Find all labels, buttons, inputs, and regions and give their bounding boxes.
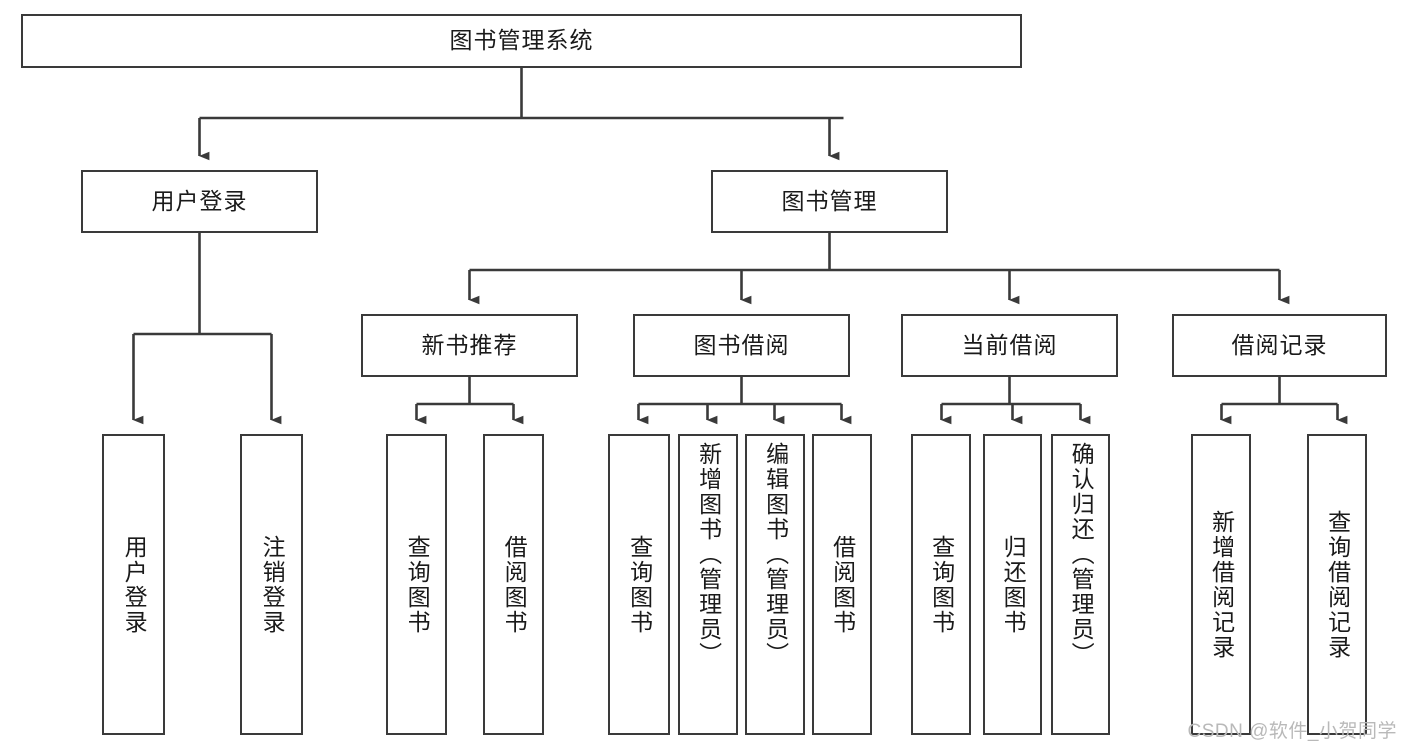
- node-leaf-logout-login-label: 注销登录: [259, 534, 286, 635]
- node-leaf-query-book-1-label: 查询图书: [404, 534, 431, 635]
- node-leaf-add-book-label: 新增图书（管理员）: [695, 442, 722, 667]
- node-borrow-record-label: 借阅记录: [1231, 331, 1328, 358]
- node-leaf-borrow-book-1[interactable]: 借阅图书: [483, 434, 544, 735]
- node-leaf-borrow-book-2[interactable]: 借阅图书: [812, 434, 872, 735]
- node-leaf-query-book-1[interactable]: 查询图书: [386, 434, 447, 735]
- node-borrow-record[interactable]: 借阅记录: [1172, 314, 1387, 377]
- node-leaf-return-book[interactable]: 归还图书: [983, 434, 1042, 735]
- node-leaf-user-login-label: 用户登录: [121, 534, 148, 635]
- node-leaf-query-book-3-label: 查询图书: [928, 534, 955, 635]
- node-leaf-confirm-return-label: 确认归还（管理员）: [1068, 442, 1095, 667]
- node-leaf-borrow-book-1-label: 借阅图书: [501, 534, 528, 635]
- node-leaf-return-book-label: 归还图书: [1000, 534, 1027, 635]
- node-leaf-query-borrow-record-label: 查询借阅记录: [1324, 509, 1351, 660]
- node-book-borrow[interactable]: 图书借阅: [633, 314, 850, 377]
- node-leaf-query-borrow-record[interactable]: 查询借阅记录: [1307, 434, 1367, 735]
- node-leaf-logout-login[interactable]: 注销登录: [240, 434, 303, 735]
- node-book-borrow-label: 图书借阅: [693, 331, 790, 358]
- node-leaf-edit-book-label: 编辑图书（管理员）: [762, 442, 789, 667]
- node-book-manage[interactable]: 图书管理: [711, 170, 948, 233]
- node-leaf-borrow-book-2-label: 借阅图书: [829, 534, 856, 635]
- node-new-book-recommend[interactable]: 新书推荐: [361, 314, 578, 377]
- node-leaf-confirm-return[interactable]: 确认归还（管理员）: [1051, 434, 1110, 735]
- node-root-book-management-system[interactable]: 图书管理系统: [21, 14, 1022, 68]
- node-leaf-query-book-3[interactable]: 查询图书: [911, 434, 971, 735]
- node-user-login-label: 用户登录: [151, 187, 248, 214]
- node-leaf-edit-book[interactable]: 编辑图书（管理员）: [745, 434, 805, 735]
- node-root-label: 图书管理系统: [449, 27, 594, 54]
- node-leaf-add-borrow-record[interactable]: 新增借阅记录: [1191, 434, 1251, 735]
- node-leaf-user-login[interactable]: 用户登录: [102, 434, 165, 735]
- node-book-manage-label: 图书管理: [781, 187, 878, 214]
- node-current-borrow[interactable]: 当前借阅: [901, 314, 1118, 377]
- node-user-login[interactable]: 用户登录: [81, 170, 318, 233]
- node-leaf-query-book-2-label: 查询图书: [626, 534, 653, 635]
- node-leaf-query-book-2[interactable]: 查询图书: [608, 434, 670, 735]
- node-new-book-recommend-label: 新书推荐: [421, 331, 518, 358]
- node-leaf-add-borrow-record-label: 新增借阅记录: [1208, 509, 1235, 660]
- node-current-borrow-label: 当前借阅: [961, 331, 1058, 358]
- node-leaf-add-book[interactable]: 新增图书（管理员）: [678, 434, 738, 735]
